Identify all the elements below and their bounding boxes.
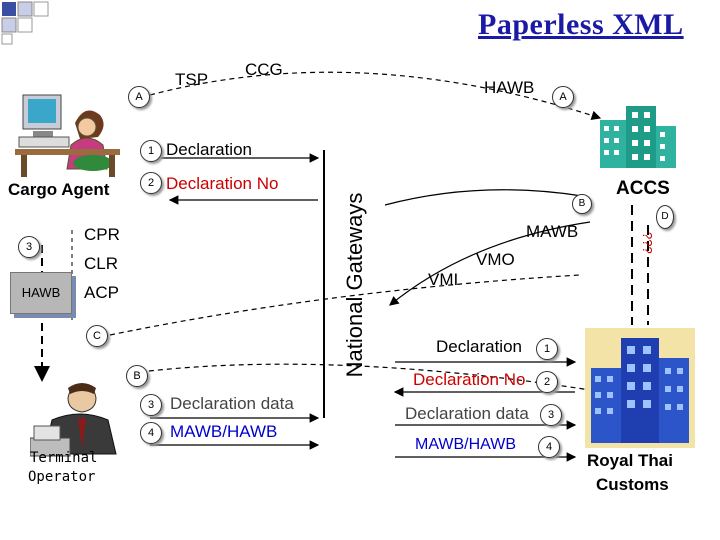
node-tsp: TSP — [175, 70, 209, 89]
agent-mawb-hawb: MAWB/HAWB — [170, 422, 278, 441]
marker-b-lower: B — [126, 365, 148, 387]
marker-a-left: A — [128, 86, 150, 108]
marker-3-agent: 3 — [140, 394, 162, 416]
agent-cpr: CPR — [84, 225, 120, 244]
agent-clr: CLR — [84, 254, 119, 273]
customs-vmo: VMO — [476, 250, 515, 269]
corner-squares-decoration — [1, 1, 49, 45]
marker-a-right: A — [552, 86, 574, 108]
marker-c: C — [86, 325, 108, 347]
agent-declaration-no: Declaration No — [166, 174, 279, 193]
marker-2-customs: 2 — [536, 371, 558, 393]
gateway-divider — [323, 150, 325, 418]
customs-building-illustration — [585, 328, 695, 448]
national-gateways: National Gateways — [325, 150, 385, 420]
marker-b-upper: B — [572, 194, 592, 214]
marker-3-customs: 3 — [540, 404, 562, 426]
marker-2-agent: 2 — [140, 172, 162, 194]
marker-1-agent: 1 — [140, 140, 162, 162]
node-royal-thai-line2: Customs — [596, 475, 669, 494]
agent-declaration-data: Declaration data — [170, 394, 294, 413]
national-gateways-label: National Gateways — [342, 192, 367, 378]
agent-declaration: Declaration — [166, 140, 252, 159]
node-hawb-top: HAWB — [484, 78, 535, 97]
node-cargo-agent: Cargo Agent — [8, 180, 110, 199]
node-terminal-line2: Operator — [28, 469, 96, 485]
page-title: Paperless XML — [478, 8, 684, 41]
marker-1-customs: 1 — [536, 338, 558, 360]
customs-vmi: VMI — [428, 270, 459, 289]
customs-declaration: Declaration — [436, 337, 522, 356]
cargo-agent-illustration — [15, 94, 120, 177]
accs-building-illustration — [600, 106, 676, 168]
hawb-document: HAWB — [10, 272, 72, 314]
node-royal-thai-line1: Royal Thai — [587, 451, 673, 470]
marker-3-agent-left: 3 — [18, 236, 40, 258]
customs-declaration-data: Declaration data — [405, 404, 529, 423]
node-terminal-line1: Terminal — [30, 450, 98, 466]
unknown-link-label: ??? — [640, 232, 655, 254]
customs-declaration-no: Declaration No — [413, 370, 526, 389]
node-accs: ACCS — [616, 178, 670, 199]
marker-4-agent: 4 — [140, 422, 162, 444]
node-ccg: CCG — [245, 60, 283, 79]
marker-4-customs: 4 — [538, 436, 560, 458]
customs-mawb-hawb: MAWB/HAWB — [415, 436, 517, 453]
agent-acp: ACP — [84, 283, 119, 302]
customs-mawb: MAWB — [526, 222, 579, 241]
terminal-operator-illustration — [30, 383, 117, 457]
marker-d: D — [656, 205, 674, 229]
